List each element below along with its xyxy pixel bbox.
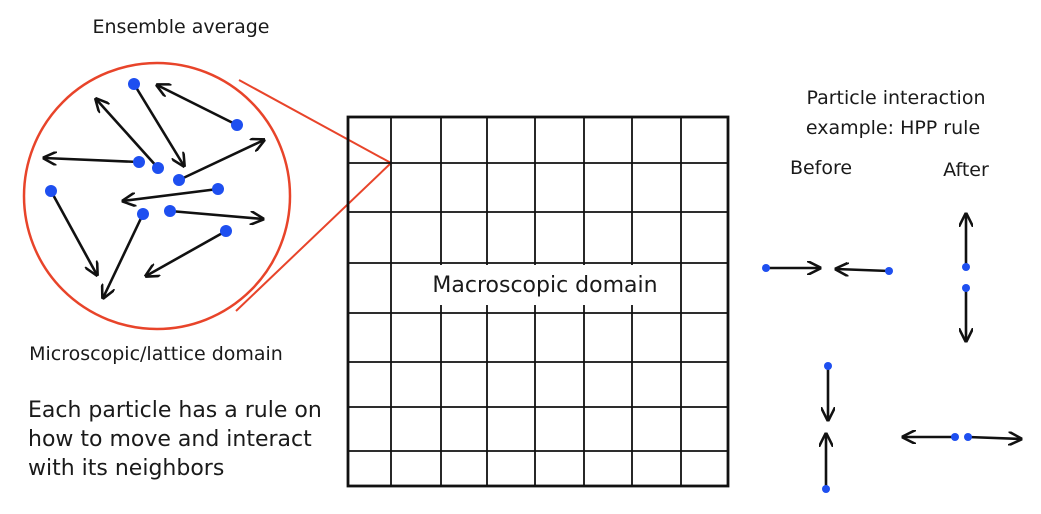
micro-arrow <box>157 85 238 127</box>
macro-label-background <box>421 265 671 305</box>
particle-dot <box>231 119 243 131</box>
grid-border <box>346 115 730 488</box>
particle-dot <box>128 78 140 90</box>
hpp-before-top <box>762 264 893 275</box>
micro-arrow <box>103 213 145 298</box>
micro-arrow <box>178 140 264 182</box>
ensemble-average-label: Ensemble average <box>93 16 270 38</box>
hpp-arrow <box>967 437 1021 439</box>
macroscopic-grid: Macroscopic domain <box>346 115 730 488</box>
particle-dot <box>962 263 970 271</box>
particle-dot <box>45 185 57 197</box>
description-line2: how to move and interact <box>28 427 312 452</box>
micro-arrow <box>146 229 227 276</box>
hpp-arrow <box>836 269 890 271</box>
particle-dot <box>220 225 232 237</box>
particle-dot <box>152 162 164 174</box>
interaction-title-line2: example: HPP rule <box>806 117 980 139</box>
micro-arrow <box>169 209 263 219</box>
zoom-callout <box>22 61 392 331</box>
particle-dot <box>133 156 145 168</box>
zoom-connector-bottom <box>235 162 392 312</box>
micro-arrow <box>44 158 140 162</box>
particle-dot <box>173 174 185 186</box>
hpp-before-bottom <box>822 362 832 493</box>
micro-arrow <box>49 190 97 275</box>
before-label: Before <box>790 157 852 179</box>
particle-dot <box>822 485 830 493</box>
microscopic-domain-label: Microscopic/lattice domain <box>29 343 283 365</box>
particle-dot <box>951 433 959 441</box>
interaction-title-line1: Particle interaction <box>807 87 986 109</box>
particle-dot <box>964 433 972 441</box>
macroscopic-domain-label: Macroscopic domain <box>432 273 657 298</box>
zoom-connector-top <box>238 79 392 164</box>
micro-arrow <box>132 83 184 166</box>
description-line1: Each particle has a rule on <box>28 398 322 423</box>
hpp-after-top <box>962 214 970 341</box>
particle-dot <box>824 362 832 370</box>
particle-dot <box>885 267 893 275</box>
micro-arrow <box>96 99 159 169</box>
micro-arrow <box>123 187 219 201</box>
particle-dot <box>962 284 970 292</box>
after-label: After <box>943 159 989 181</box>
particle-dot <box>212 183 224 195</box>
description-line3: with its neighbors <box>28 456 224 481</box>
particle-dot <box>137 208 149 220</box>
particle-dot <box>164 205 176 217</box>
hpp-after-bottom <box>903 433 1021 441</box>
micro-particles <box>44 78 264 298</box>
particle-dot <box>762 264 770 272</box>
